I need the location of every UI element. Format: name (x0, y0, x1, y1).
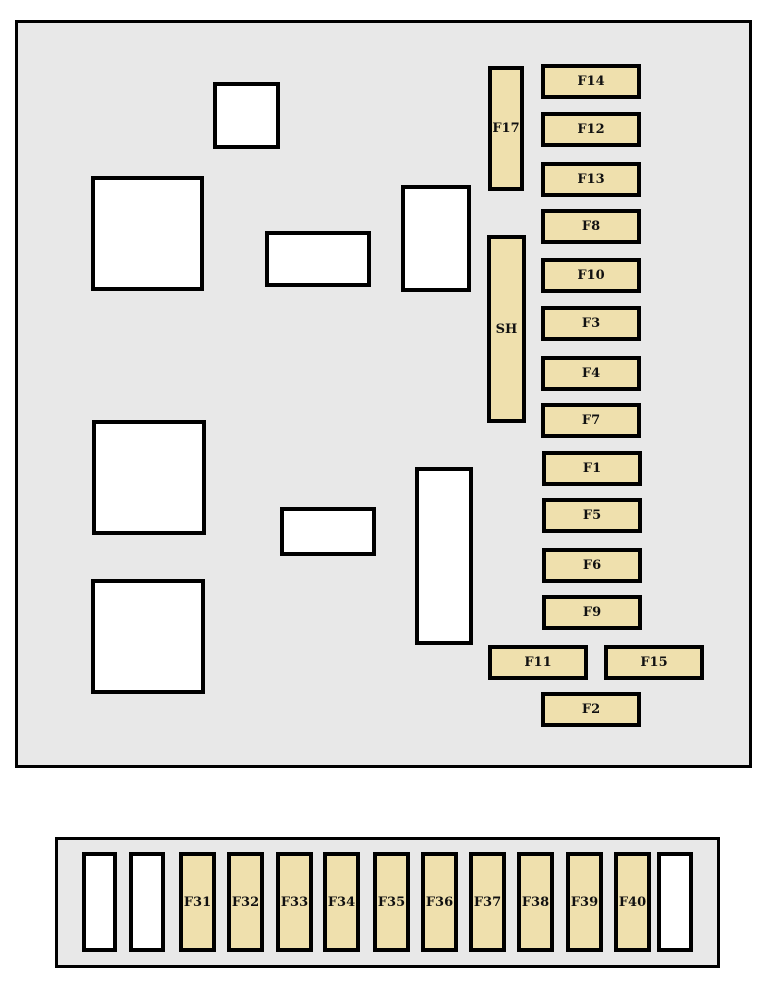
fuse-sh: SH (487, 235, 526, 423)
empty-slot-1 (82, 852, 117, 952)
fuse-f35: F35 (373, 852, 410, 952)
fuse-f3: F3 (541, 306, 641, 341)
fuse-f2: F2 (541, 692, 641, 727)
fuse-f11: F11 (488, 645, 588, 680)
fuse-f31: F31 (179, 852, 216, 952)
fuse-f39: F39 (566, 852, 603, 952)
fuse-f15: F15 (604, 645, 704, 680)
fuse-f36: F36 (421, 852, 458, 952)
fuse-f1: F1 (542, 451, 642, 486)
fuse-f12: F12 (541, 112, 641, 147)
fuse-f4: F4 (541, 356, 641, 391)
relay-top-small (213, 82, 280, 149)
relay-bottom-left-large (91, 579, 205, 694)
empty-slot-2 (129, 852, 165, 952)
fuse-f37: F37 (469, 852, 506, 952)
relay-upper-right-tall (401, 185, 471, 292)
fuse-f10: F10 (541, 258, 641, 293)
fuse-f34: F34 (323, 852, 360, 952)
relay-lower-middle-wide (280, 507, 376, 556)
relay-middle-left-large (92, 420, 206, 535)
fuse-f14: F14 (541, 64, 641, 99)
fuse-f8: F8 (541, 209, 641, 244)
fuse-f32: F32 (227, 852, 264, 952)
fuse-f6: F6 (542, 548, 642, 583)
empty-slot-3 (657, 852, 693, 952)
relay-upper-left-large (91, 176, 204, 291)
relay-upper-middle-wide (265, 231, 371, 287)
fuse-f38: F38 (517, 852, 554, 952)
fuse-f13: F13 (541, 162, 641, 197)
fuse-f33: F33 (276, 852, 313, 952)
fuse-f9: F9 (542, 595, 642, 630)
fuse-f5: F5 (542, 498, 642, 533)
fuse-f17: F17 (488, 66, 524, 191)
fuse-f7: F7 (541, 403, 641, 438)
relay-lower-right-tall (415, 467, 473, 645)
fuse-f40: F40 (614, 852, 651, 952)
